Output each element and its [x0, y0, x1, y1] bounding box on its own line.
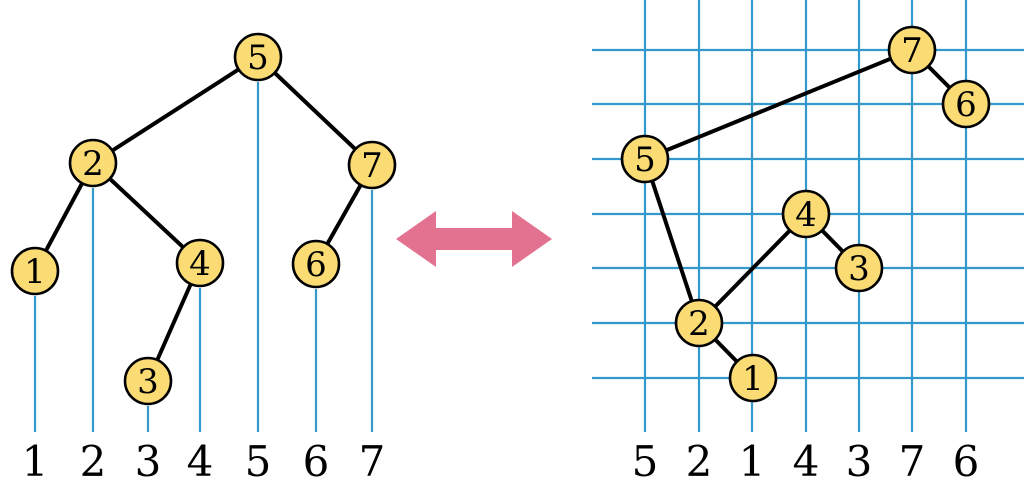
left-node-label-1: 1 — [24, 252, 46, 292]
right-axis-label-6: 6 — [953, 437, 980, 486]
right-node-2 — [674, 298, 724, 348]
right-edge-5-7 — [643, 48, 914, 161]
left-axis-label-1: 1 — [22, 437, 49, 486]
left-edge-2-4 — [91, 161, 202, 265]
left-axis-label-5: 5 — [245, 437, 272, 486]
right-node-label-6: 6 — [955, 85, 977, 125]
right-axis-label-4: 4 — [793, 437, 820, 486]
left-tree-edges — [33, 55, 374, 383]
left-tree-droplines — [33, 82, 374, 432]
right-node-label-7: 7 — [901, 31, 923, 71]
left-node-6 — [291, 239, 341, 289]
left-node-label-2: 2 — [82, 144, 104, 184]
right-node-7 — [887, 25, 937, 75]
left-axis-label-2: 2 — [80, 437, 107, 486]
right-node-label-4: 4 — [795, 195, 817, 235]
left-node-label-5: 5 — [247, 38, 269, 78]
right-node-1 — [728, 353, 778, 403]
left-node-label-3: 3 — [137, 362, 159, 402]
right-tree-edges — [643, 48, 968, 380]
left-node-label-4: 4 — [189, 244, 211, 284]
right-axis-label-7: 7 — [899, 437, 926, 486]
right-node-5 — [620, 134, 670, 184]
right-node-label-5: 5 — [634, 140, 656, 180]
right-node-3 — [834, 243, 884, 293]
left-node-3 — [123, 356, 173, 406]
left-axis-label-3: 3 — [135, 437, 162, 486]
left-axis-label-7: 7 — [359, 437, 386, 486]
left-node-4 — [175, 238, 225, 288]
left-edge-5-2 — [91, 55, 260, 165]
left-node-5 — [233, 32, 283, 82]
right-tree-nodes: 76 5 43 21 — [620, 25, 991, 403]
double-arrow-icon — [396, 211, 552, 267]
left-axis-label-4: 4 — [187, 437, 214, 486]
left-node-1 — [10, 246, 60, 296]
right-node-label-2: 2 — [688, 304, 710, 344]
right-edge-2-4 — [697, 212, 808, 325]
left-node-label-6: 6 — [305, 245, 327, 285]
right-axis-label-2: 2 — [686, 437, 713, 486]
left-axis-label-6: 6 — [303, 437, 330, 486]
double-arrow-layer — [396, 211, 552, 267]
right-node-label-1: 1 — [742, 359, 764, 399]
right-node-6 — [941, 79, 991, 129]
left-tree-nodes: 5 2 7 1 4 6 3 — [10, 32, 397, 406]
left-node-label-7: 7 — [361, 146, 383, 186]
right-node-4 — [781, 189, 831, 239]
right-axis-label-1: 1 — [739, 437, 766, 486]
left-edge-5-7 — [256, 55, 374, 167]
right-node-label-3: 3 — [848, 249, 870, 289]
right-axis-label-3: 3 — [846, 437, 873, 486]
right-axis-label-5: 5 — [632, 437, 659, 486]
left-node-2 — [68, 138, 118, 188]
right-edge-5-2 — [643, 157, 701, 325]
left-node-7 — [347, 140, 397, 190]
